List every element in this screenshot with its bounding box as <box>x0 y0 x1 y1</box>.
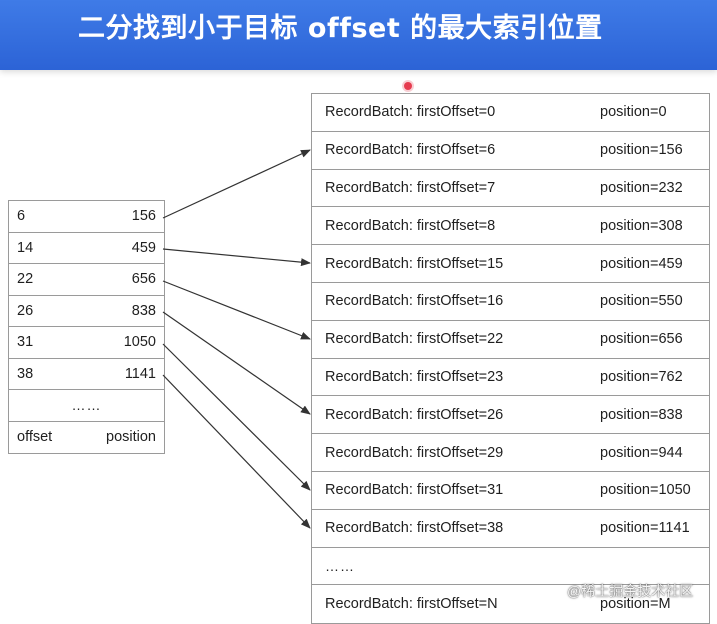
record-label: RecordBatch: firstOffset=23 <box>325 368 504 385</box>
index-header-row: offset position <box>9 422 164 454</box>
index-ellipsis: …… <box>71 397 102 414</box>
arrow-31-to-firstoffset-31 <box>162 343 311 491</box>
record-row: RecordBatch: firstOffset=8 position=308 <box>312 207 709 246</box>
record-label: RecordBatch: firstOffset=29 <box>325 444 504 461</box>
index-offset: 38 <box>17 365 34 382</box>
title-banner: 二分找到小于目标 offset 的最大索引位置 <box>0 0 717 70</box>
record-position: position=1141 <box>600 520 690 537</box>
record-row: RecordBatch: firstOffset=26 position=838 <box>312 396 709 435</box>
record-position: position=459 <box>600 255 683 272</box>
index-position: 656 <box>131 271 156 288</box>
index-position: 1141 <box>124 365 156 382</box>
record-row-last: RecordBatch: firstOffset=N position=M <box>312 585 709 623</box>
record-position: position=1050 <box>600 482 691 499</box>
record-label: RecordBatch: firstOffset=22 <box>325 331 504 348</box>
record-row: RecordBatch: firstOffset=23 position=762 <box>312 359 709 397</box>
watermark-text: @稀土掘金技术社区 <box>567 583 694 599</box>
arrow-22-to-firstoffset-22 <box>162 280 311 340</box>
index-header-position: position <box>106 429 156 446</box>
arrow-26-to-firstoffset-26 <box>162 311 311 415</box>
record-position: position=656 <box>600 331 683 348</box>
index-offset: 6 <box>17 208 26 225</box>
arrow-6-to-firstoffset-6 <box>162 149 311 219</box>
arrow-38-to-firstoffset-38 <box>162 374 311 529</box>
record-label: RecordBatch: firstOffset=26 <box>325 406 504 423</box>
offset-index-table: 6 156 14 459 22 656 26 838 31 1050 38 11… <box>8 200 165 454</box>
record-row: RecordBatch: firstOffset=16 position=550 <box>312 283 709 321</box>
record-label: RecordBatch: firstOffset=31 <box>325 482 504 499</box>
index-position: 1050 <box>123 334 156 351</box>
record-label: RecordBatch: firstOffset=15 <box>325 255 504 272</box>
record-position: position=838 <box>600 406 683 423</box>
record-label: RecordBatch: firstOffset=6 <box>325 142 496 159</box>
index-row: 22 656 <box>9 264 164 296</box>
index-position: 459 <box>131 239 156 256</box>
record-row: RecordBatch: firstOffset=38 position=1141 <box>312 510 709 548</box>
index-row: 26 838 <box>9 296 164 327</box>
record-position: position=156 <box>600 142 683 159</box>
record-position: position=550 <box>600 293 683 310</box>
record-ellipsis: …… <box>325 557 355 574</box>
record-batch-table: RecordBatch: firstOffset=0 position=0 Rec… <box>311 93 710 624</box>
index-offset: 14 <box>17 239 34 256</box>
index-row: 38 1141 <box>9 359 164 390</box>
record-label: RecordBatch: firstOffset=0 <box>325 104 496 121</box>
record-position: position=232 <box>600 179 683 196</box>
record-label: RecordBatch: firstOffset=8 <box>325 217 496 234</box>
record-position: position=308 <box>600 217 683 234</box>
index-ellipsis-row: …… <box>9 390 164 422</box>
index-position: 156 <box>131 208 156 225</box>
index-header-offset: offset <box>17 429 53 446</box>
record-label: RecordBatch: firstOffset=N <box>325 596 498 613</box>
index-row: 14 459 <box>9 233 164 264</box>
index-offset: 31 <box>17 334 34 351</box>
index-row: 6 156 <box>9 201 164 233</box>
record-row: RecordBatch: firstOffset=15 position=459 <box>312 245 709 283</box>
record-position: position=944 <box>600 444 683 461</box>
record-row: RecordBatch: firstOffset=22 position=656 <box>312 321 709 359</box>
arrow-14-to-firstoffset-15 <box>162 248 311 267</box>
banner-title: 二分找到小于目标 offset 的最大索引位置 <box>78 13 603 44</box>
pointer-dot <box>404 82 412 90</box>
index-offset: 26 <box>17 302 34 319</box>
index-offset: 22 <box>17 271 34 288</box>
record-label: RecordBatch: firstOffset=38 <box>325 520 504 537</box>
record-row: RecordBatch: firstOffset=0 position=0 <box>312 94 709 132</box>
record-ellipsis-row: …… <box>312 548 709 586</box>
index-position: 838 <box>131 302 156 319</box>
record-position: position=M <box>600 596 671 613</box>
record-row: RecordBatch: firstOffset=7 position=232 <box>312 170 709 208</box>
record-position: position=762 <box>600 368 683 385</box>
index-row: 31 1050 <box>9 327 164 359</box>
record-label: RecordBatch: firstOffset=16 <box>325 293 504 310</box>
record-label: RecordBatch: firstOffset=7 <box>325 179 496 196</box>
record-row: RecordBatch: firstOffset=29 position=944 <box>312 434 709 472</box>
record-row: RecordBatch: firstOffset=31 position=1050 <box>312 472 709 510</box>
record-row: RecordBatch: firstOffset=6 position=156 <box>312 132 709 170</box>
record-position: position=0 <box>600 104 667 121</box>
